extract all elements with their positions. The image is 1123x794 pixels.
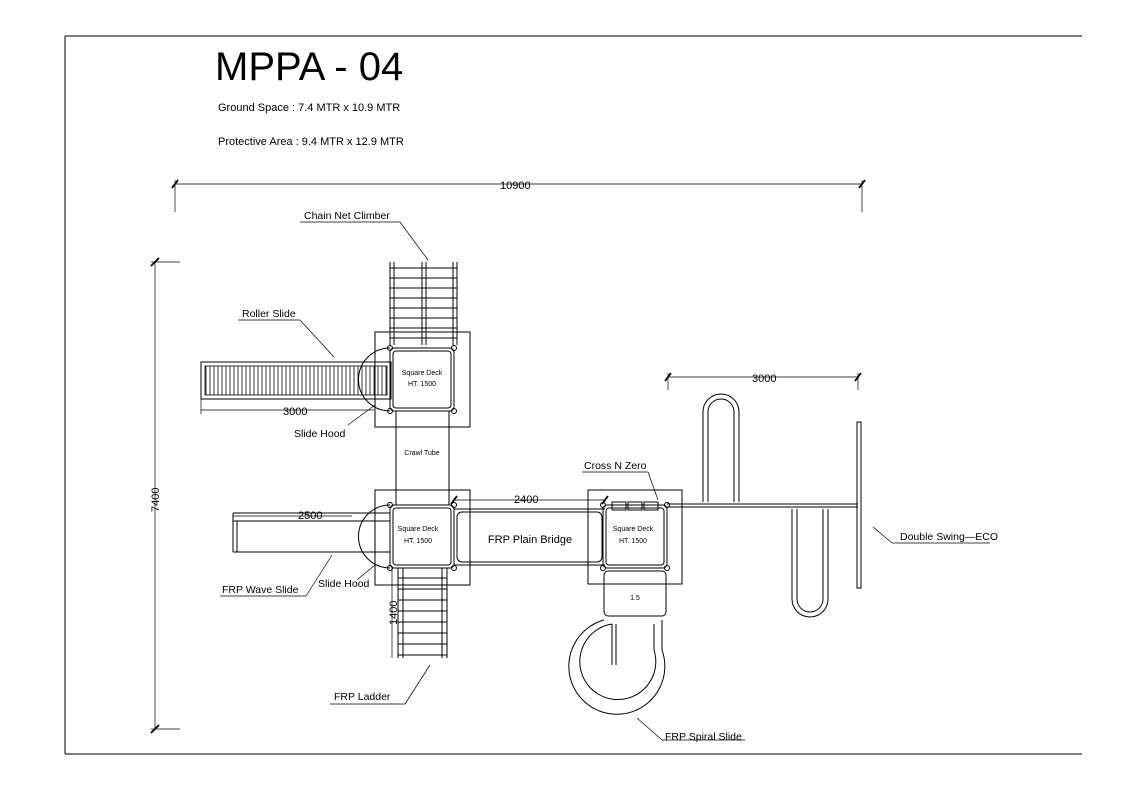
bridge-dim-label: 2400	[514, 494, 538, 506]
wave-slide-leader	[305, 554, 333, 597]
chain-net-climber	[389, 262, 458, 345]
deck-top-name: Square Deck	[402, 370, 443, 377]
square-deck-center	[358, 489, 471, 586]
frp-wave-slide	[232, 512, 390, 553]
deck-center-height: HT. 1500	[404, 538, 432, 545]
cross-n-zero-label: Cross N Zero	[584, 460, 647, 472]
ladder-dim-label: 1400	[388, 601, 400, 625]
deck-right-height: HT. 1500	[619, 538, 647, 545]
overall-width-dimension	[171, 179, 866, 212]
ground-space-spec: Ground Space : 7.4 MTR x 10.9 MTR	[218, 102, 400, 114]
roller-slide	[200, 361, 392, 400]
roller-slide-leader	[299, 319, 335, 358]
wave-slide-dim-label: 2500	[298, 510, 322, 522]
deck-right-name: Square Deck	[613, 526, 654, 533]
protective-area-spec: Protective Area : 9.4 MTR x 12.9 MTR	[218, 136, 404, 148]
frp-plain-bridge-label: FRP Plain Bridge	[488, 534, 572, 546]
double-swing-leader	[872, 526, 893, 544]
square-deck-top	[358, 331, 471, 428]
frp-plain-bridge	[454, 508, 605, 566]
slide-hood-2-leader	[356, 564, 376, 581]
crawl-tube	[395, 411, 450, 505]
roller-slide-dim-label: 3000	[283, 406, 307, 418]
frp-ladder-label: FRP Ladder	[334, 691, 391, 703]
frp-wave-slide-label: FRP Wave Slide	[222, 584, 299, 596]
spiral-slide-leader	[636, 717, 663, 741]
slide-hood-1-leader	[347, 404, 376, 426]
slide-hood-2-label: Slide Hood	[318, 578, 370, 590]
square-deck-right	[587, 489, 683, 585]
spiral-step-label: 1.5	[630, 595, 640, 602]
chain-net-climber-label: Chain Net Climber	[304, 210, 390, 222]
page-title: MPPA - 04	[215, 45, 403, 89]
crawl-tube-label: Crawl Tube	[404, 450, 440, 457]
sheet-border	[64, 35, 1082, 755]
overall-depth-dimension	[150, 257, 180, 734]
frp-spiral-slide-label: FRP Spiral Slide	[665, 731, 742, 743]
cross-n-zero-leader	[647, 471, 659, 501]
overall-width-label: 10900	[500, 180, 531, 192]
double-swing-label: Double Swing—ECO	[900, 531, 998, 543]
double-swing	[667, 393, 862, 618]
deck-top-height: HT. 1500	[408, 381, 436, 388]
deck-center-name: Square Deck	[398, 526, 439, 533]
overall-depth-label: 7400	[150, 488, 162, 512]
cross-n-zero-panel	[611, 501, 659, 511]
roller-slide-label: Roller Slide	[242, 308, 296, 320]
slide-hood-1-label: Slide Hood	[294, 428, 346, 440]
ladder-leader	[404, 664, 431, 705]
frp-ladder	[397, 568, 448, 658]
frp-spiral-slide	[568, 570, 667, 715]
swing-dim-label: 3000	[752, 373, 776, 385]
chain-net-leader	[399, 221, 429, 261]
